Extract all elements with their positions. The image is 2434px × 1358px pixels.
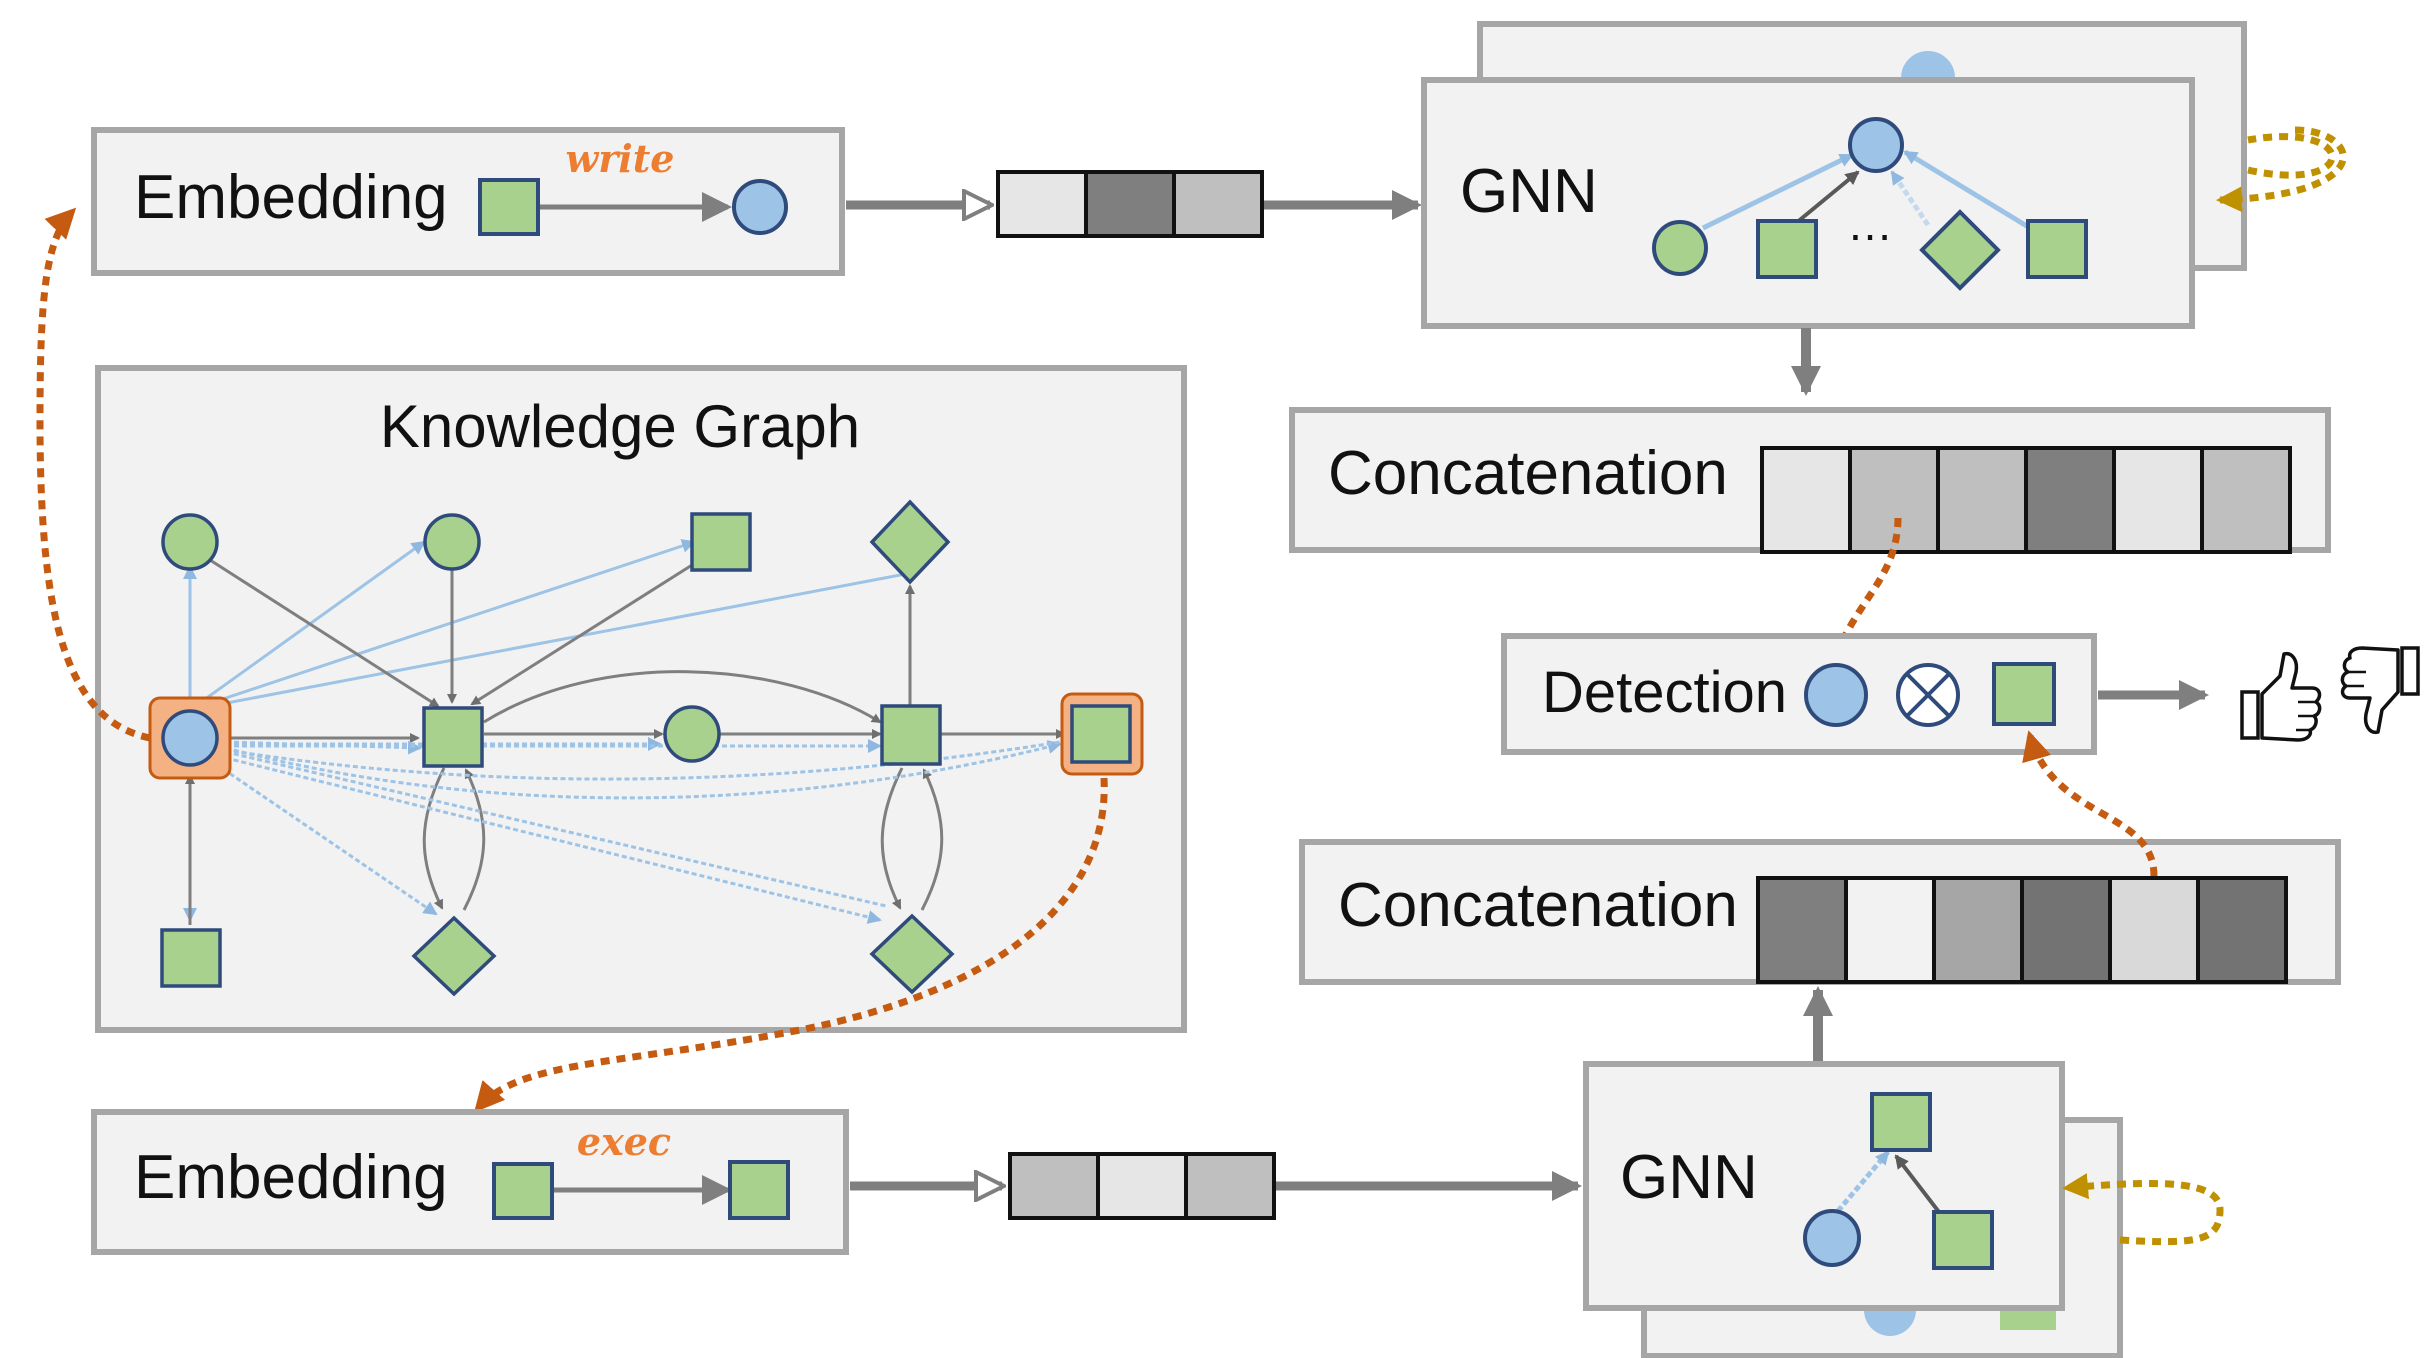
concat-bottom-to-detection-dotted-arrow	[2022, 730, 2158, 877]
source-square-node	[492, 1162, 554, 1220]
top-embedding-vector	[996, 170, 1264, 238]
gnn-neighbor-circle	[1652, 220, 1708, 276]
kg-circle-node	[161, 513, 219, 571]
gnn-neighbor-square	[2026, 219, 2088, 279]
thumbs-down-icon	[2340, 646, 2420, 735]
detection-label: Detection	[1542, 660, 1787, 725]
gnn-loop-arrow-top	[2247, 133, 2336, 179]
top-gnn-label: GNN	[1460, 157, 1598, 226]
gnn-neighbor-circle	[1803, 1209, 1861, 1267]
concat-bottom-box: Concatenation	[1299, 839, 2341, 985]
thumbs-up-icon	[2240, 651, 2322, 742]
bottom-embedding-box: Embedding exec	[91, 1109, 849, 1255]
source-square-node	[478, 178, 540, 236]
kg-edges	[183, 539, 1066, 925]
bottom-gnn-label: GNN	[1620, 1143, 1758, 1212]
vector-cell-3	[1184, 1152, 1276, 1220]
kg-to-top-embedding-dotted-arrow	[36, 207, 151, 742]
kg-target-square-node	[1070, 704, 1132, 764]
bottom-gnn-stack: GNN	[1583, 1061, 2123, 1358]
top-gnn-stack: GNN …	[1421, 21, 2247, 329]
gnn-edge	[1701, 152, 1854, 231]
detection-box: Detection	[1501, 633, 2097, 755]
concat-top-label: Concatenation	[1328, 439, 1728, 508]
vector-cell-1	[1008, 1152, 1100, 1220]
concat-top-vector	[1760, 446, 2292, 554]
kg-square-node	[422, 706, 484, 768]
exec-relation-label: exec	[577, 1119, 671, 1164]
kg-diamond-node	[869, 499, 951, 585]
gnn-edge	[1903, 149, 2032, 231]
kg-square-node	[690, 512, 752, 572]
kg-source-circle-node	[161, 709, 219, 767]
knowledge-graph-title: Knowledge Graph	[380, 393, 860, 460]
knowledge-graph-panel: Knowledge Graph	[95, 365, 1187, 1033]
detection-square-node	[1992, 662, 2056, 726]
kg-to-bottom-embedding-dotted-arrow	[474, 777, 1108, 1113]
kg-circle-node	[663, 705, 721, 763]
kg-diamond-node	[869, 913, 955, 995]
kg-square-node	[880, 704, 942, 766]
gnn-neighbor-diamond	[1919, 209, 2001, 291]
vector-cell-1	[996, 170, 1088, 238]
bottom-embedding-label: Embedding	[134, 1143, 448, 1212]
gnn-center-circle	[1848, 117, 1904, 173]
target-circle-node	[732, 179, 788, 235]
concat-to-detection-dotted-arrow	[1825, 517, 1902, 671]
gnn-neighbor-square	[1932, 1210, 1994, 1270]
gnn-neighbor-square	[1756, 219, 1818, 279]
vector-cell-3	[1172, 170, 1264, 238]
top-embedding-box: Embedding write	[91, 127, 845, 276]
gnn-center-square	[1870, 1092, 1932, 1152]
gnn-loop-arrow-top-head	[2216, 126, 2347, 213]
kg-square-node	[160, 928, 222, 988]
top-embedding-label: Embedding	[134, 163, 448, 232]
gnn-loop-arrow-bottom	[2062, 1173, 2224, 1246]
target-square-node	[728, 1160, 790, 1220]
vector-cell-2	[1096, 1152, 1188, 1220]
concat-top-box: Concatenation	[1289, 407, 2331, 554]
gnn-layer-front	[1421, 77, 2195, 329]
write-relation-label: write	[566, 136, 675, 181]
kg-diamond-node	[411, 915, 497, 997]
gnn-edge	[1889, 170, 1931, 227]
vector-cell-2	[1084, 170, 1176, 238]
bottom-embedding-vector	[1008, 1152, 1276, 1220]
gnn-edge	[1894, 1154, 1944, 1218]
kg-circle-node	[423, 513, 481, 571]
detection-circle-node	[1804, 663, 1868, 727]
concat-bottom-label: Concatenation	[1338, 871, 1738, 940]
gnn-edge	[1788, 170, 1860, 230]
gnn-ellipsis: …	[1847, 198, 1893, 250]
otimes-icon	[1896, 663, 1960, 727]
concat-bottom-vector	[1756, 876, 2288, 984]
gnn-edge	[1830, 1150, 1890, 1220]
